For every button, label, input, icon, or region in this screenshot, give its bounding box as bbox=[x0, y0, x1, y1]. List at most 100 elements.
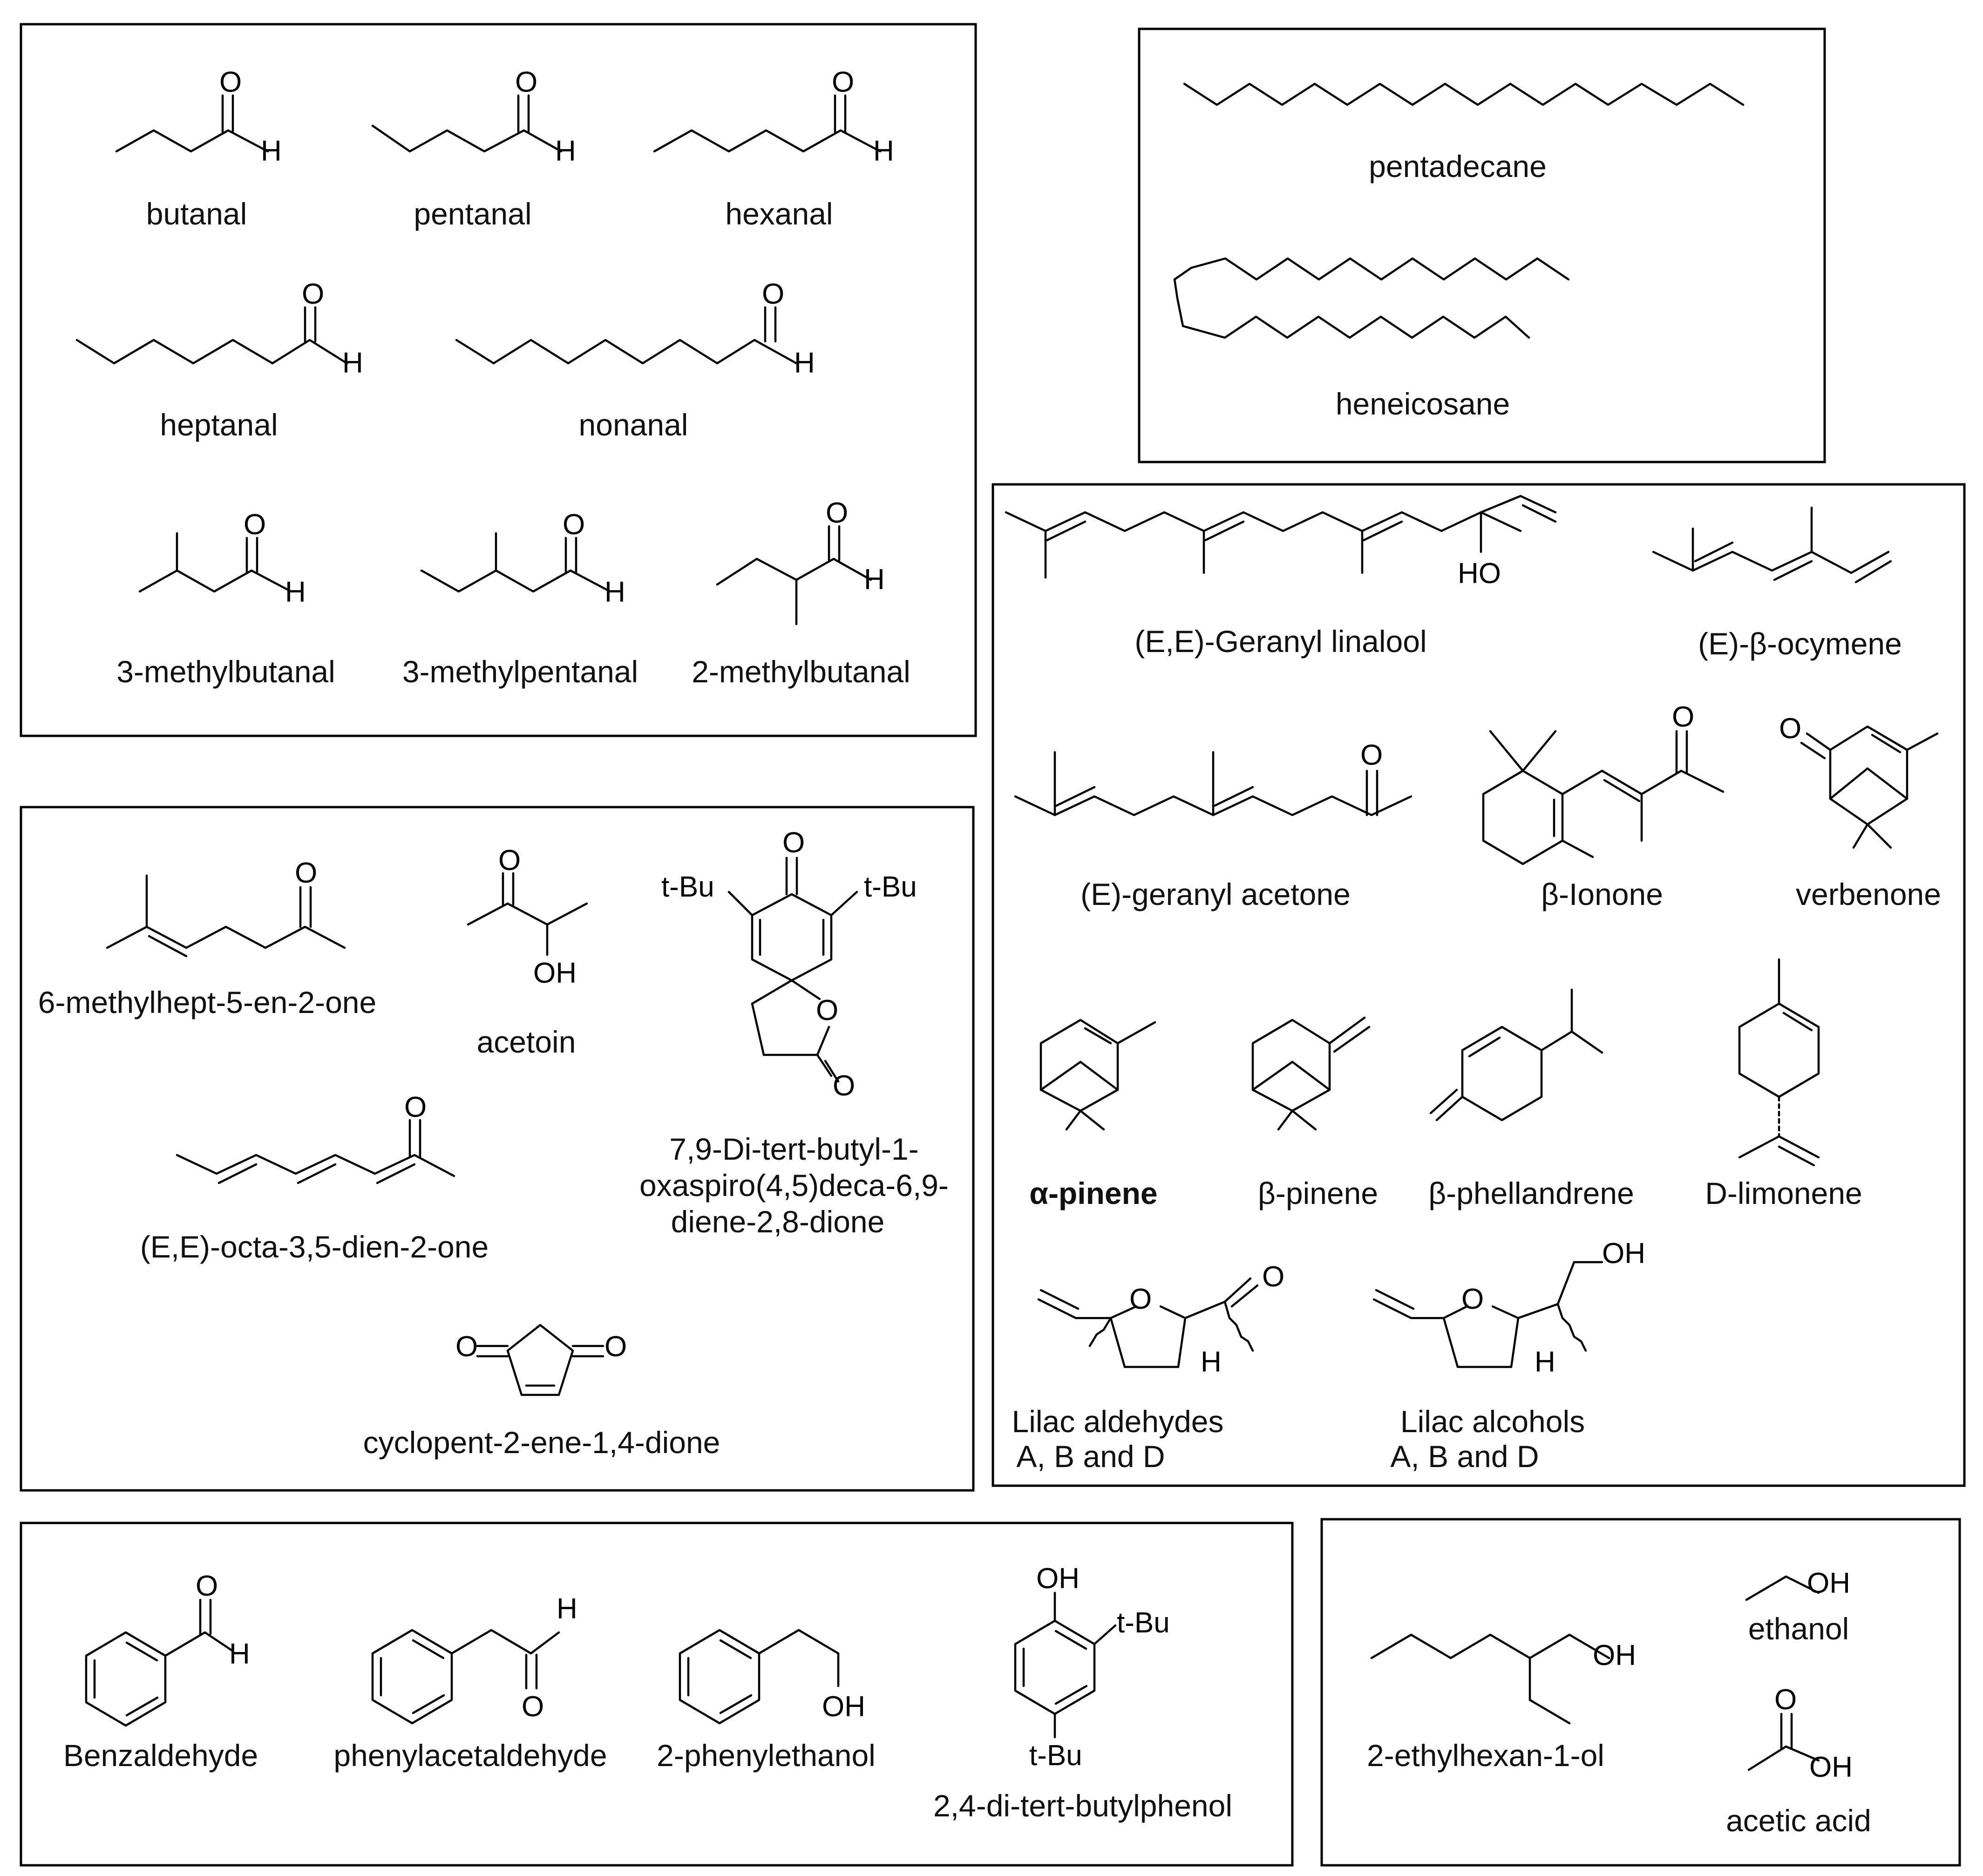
heptanal-label: heptanal bbox=[160, 408, 278, 442]
svg-text:O: O bbox=[782, 827, 805, 859]
spiro-dione-label-line3: diene-2,8-dione bbox=[671, 1204, 885, 1239]
ionone-label: β-Ionone bbox=[1541, 877, 1663, 911]
svg-text:O: O bbox=[604, 1331, 627, 1363]
svg-text:O: O bbox=[302, 278, 324, 310]
svg-text:H: H bbox=[864, 564, 885, 596]
svg-text:O: O bbox=[563, 509, 585, 541]
svg-text:t-Bu: t-Bu bbox=[1117, 1607, 1170, 1639]
svg-text:H: H bbox=[557, 1593, 577, 1625]
svg-text:OH: OH bbox=[1809, 1751, 1853, 1783]
svg-text:O: O bbox=[522, 1691, 544, 1723]
cyclopentenedione-label: cyclopent-2-ene-1,4-dione bbox=[363, 1425, 720, 1460]
svg-text:HO: HO bbox=[1458, 557, 1501, 590]
ketones-group-box bbox=[20, 806, 975, 1492]
2-methylbutanal-structure: OH bbox=[716, 497, 885, 625]
svg-text:O: O bbox=[404, 1091, 427, 1123]
ethanol-label: ethanol bbox=[1748, 1611, 1849, 1646]
svg-text:O: O bbox=[498, 844, 521, 877]
geranyl-acetone-label: (E)-geranyl acetone bbox=[1080, 877, 1351, 911]
svg-text:O: O bbox=[219, 66, 242, 98]
svg-text:H: H bbox=[555, 135, 576, 167]
heneicosane-label: heneicosane bbox=[1336, 387, 1510, 421]
svg-text:O: O bbox=[833, 1070, 855, 1102]
lilac-alcohols-label-line1: Lilac alcohols bbox=[1400, 1404, 1585, 1439]
svg-text:O: O bbox=[196, 1570, 218, 1602]
svg-text:H: H bbox=[1535, 1346, 1555, 1378]
acetic-acid-label: acetic acid bbox=[1726, 1803, 1871, 1838]
spiro-dione-label-line2: oxaspiro(4,5)deca-6,9- bbox=[639, 1168, 949, 1203]
svg-text:OH: OH bbox=[533, 957, 577, 989]
benzaldehyde-structure: O H bbox=[85, 1570, 250, 1727]
ionone-structure: O bbox=[1482, 701, 1725, 865]
ethanol-structure: OH bbox=[1745, 1567, 1850, 1601]
dtbp-structure: OH t-Bu t-Bu bbox=[1014, 1563, 1170, 1772]
svg-text:H: H bbox=[285, 576, 306, 608]
methylheptenone-structure: O bbox=[106, 857, 346, 958]
svg-text:H: H bbox=[604, 576, 625, 608]
acetoin-structure: O OH bbox=[467, 844, 588, 989]
geranyl-linalool-label: (E,E)-Geranyl linalool bbox=[1134, 624, 1426, 659]
geranyl-acetone-structure: O bbox=[1014, 739, 1413, 816]
svg-text:O: O bbox=[826, 497, 848, 529]
3-methylbutanal-structure: OH bbox=[138, 509, 306, 608]
verbenone-label: verbenone bbox=[1796, 877, 1941, 911]
svg-text:O: O bbox=[816, 994, 838, 1026]
ocymene-label: (E)-β-ocymene bbox=[1698, 626, 1902, 661]
svg-text:O: O bbox=[1461, 1283, 1484, 1315]
beta-pinene-structure bbox=[1251, 1016, 1371, 1131]
alcohols-acid-group-box bbox=[1320, 1518, 1961, 1867]
acetic-acid-structure: O OH bbox=[1747, 1684, 1853, 1783]
svg-text:O: O bbox=[1262, 1261, 1284, 1293]
3-methylpentanal-label: 3-methylpentanal bbox=[402, 654, 638, 689]
svg-text:O: O bbox=[1672, 701, 1694, 733]
terpenes-group-box bbox=[992, 483, 1966, 1487]
verbenone-structure: O bbox=[1779, 713, 1939, 849]
pentadecane-label: pentadecane bbox=[1369, 149, 1547, 184]
octadienone-label: (E,E)-octa-3,5-dien-2-one bbox=[140, 1230, 489, 1264]
spiro-dione-label-line1: 7,9-Di-tert-butyl-1- bbox=[669, 1132, 918, 1166]
phenylethanol-structure: OH bbox=[679, 1629, 865, 1725]
dtbp-label: 2,4-di-tert-butylphenol bbox=[933, 1788, 1232, 1823]
svg-text:OH: OH bbox=[822, 1691, 865, 1723]
beta-pinene-label: β-pinene bbox=[1258, 1176, 1378, 1210]
pentanal-structure: OH bbox=[371, 66, 576, 167]
lilac-aldehydes-structure: O O H bbox=[1037, 1261, 1284, 1378]
svg-text:H: H bbox=[794, 347, 815, 379]
svg-text:t-Bu: t-Bu bbox=[661, 871, 714, 903]
svg-text:O: O bbox=[295, 857, 317, 889]
svg-text:O: O bbox=[515, 66, 537, 98]
alkanes-group-box bbox=[1138, 27, 1826, 463]
svg-text:H: H bbox=[342, 347, 363, 379]
lilac-aldehydes-label-line1: Lilac aldehydes bbox=[1012, 1404, 1224, 1439]
svg-text:O: O bbox=[832, 66, 854, 98]
pentanal-label: pentanal bbox=[414, 197, 531, 231]
svg-text:H: H bbox=[1201, 1346, 1222, 1378]
acetoin-label: acetoin bbox=[477, 1025, 576, 1059]
lilac-aldehydes-label-line2: A, B and D bbox=[1016, 1439, 1165, 1474]
alpha-pinene-label: α-pinene bbox=[1029, 1176, 1157, 1210]
svg-text:O: O bbox=[1779, 713, 1801, 745]
svg-text:OH: OH bbox=[1602, 1237, 1645, 1270]
heneicosane-structure bbox=[1173, 257, 1570, 339]
phenylethanol-label: 2-phenylethanol bbox=[657, 1738, 876, 1773]
butanal-label: butanal bbox=[146, 197, 247, 231]
phenylacetaldehyde-label: phenylacetaldehyde bbox=[333, 1738, 607, 1773]
limonene-label: D-limonene bbox=[1705, 1176, 1862, 1210]
lilac-alcohols-label-line2: A, B and D bbox=[1390, 1439, 1539, 1474]
nonanal-structure: OH bbox=[455, 278, 815, 379]
aromatics-group-box bbox=[20, 1522, 1294, 1867]
svg-text:O: O bbox=[244, 509, 266, 541]
phellandrene-label: β-phellandrene bbox=[1428, 1176, 1634, 1210]
spiro-dione-structure: O t-Bu t-Bu O O bbox=[661, 827, 917, 1102]
phellandrene-structure bbox=[1429, 988, 1603, 1122]
svg-text:O: O bbox=[1360, 739, 1383, 771]
svg-text:O: O bbox=[1129, 1283, 1152, 1315]
pentadecane-structure bbox=[1183, 82, 1745, 106]
ocymene-structure bbox=[1652, 506, 1892, 584]
geranyl-linalool-structure: HO bbox=[1005, 495, 1557, 590]
octadienone-structure: O bbox=[176, 1091, 455, 1184]
svg-text:OH: OH bbox=[1807, 1567, 1850, 1599]
phenylacetaldehyde-structure: O H bbox=[371, 1593, 577, 1725]
hexanal-label: hexanal bbox=[725, 197, 833, 231]
